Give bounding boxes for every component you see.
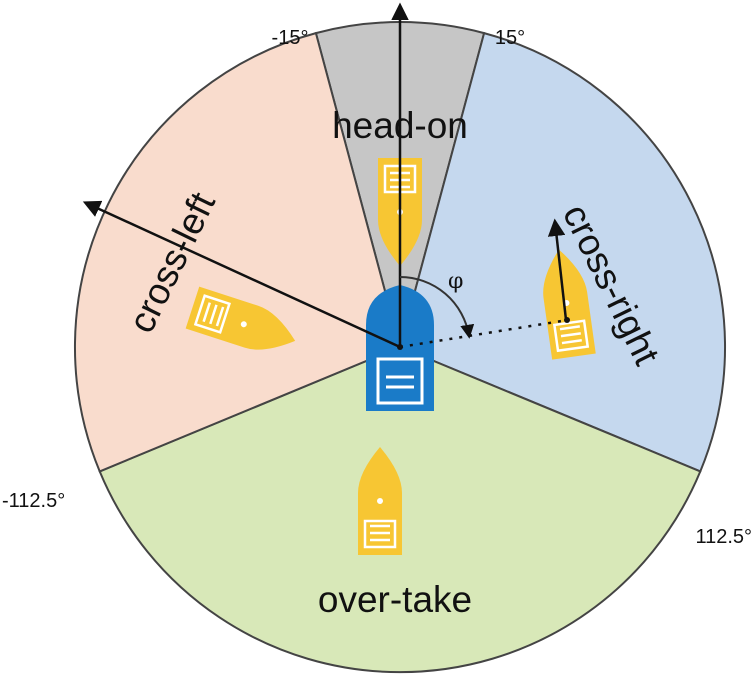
phi-label: φ xyxy=(448,269,463,294)
angle-label-minus-15: -15° xyxy=(272,27,309,49)
relative-bearing-arc xyxy=(399,276,475,339)
angle-label-minus-112-5: -112.5° xyxy=(2,490,65,512)
angle-label-112-5: 112.5° xyxy=(695,526,752,548)
own-ship-center-dot xyxy=(397,344,403,350)
target-position-dot xyxy=(564,317,570,323)
target-ship-cross-left xyxy=(185,286,296,350)
target-ship-over-take xyxy=(358,447,402,555)
over-take-label: over-take xyxy=(318,579,472,620)
cross-right-sector xyxy=(398,31,726,473)
cross-left-heading-arrow xyxy=(82,200,401,349)
cross-left-sector xyxy=(74,31,402,473)
relative-bearing-line xyxy=(399,318,569,349)
cross-right-heading-arrow xyxy=(547,218,568,321)
angle-label-15: 15° xyxy=(495,27,525,49)
